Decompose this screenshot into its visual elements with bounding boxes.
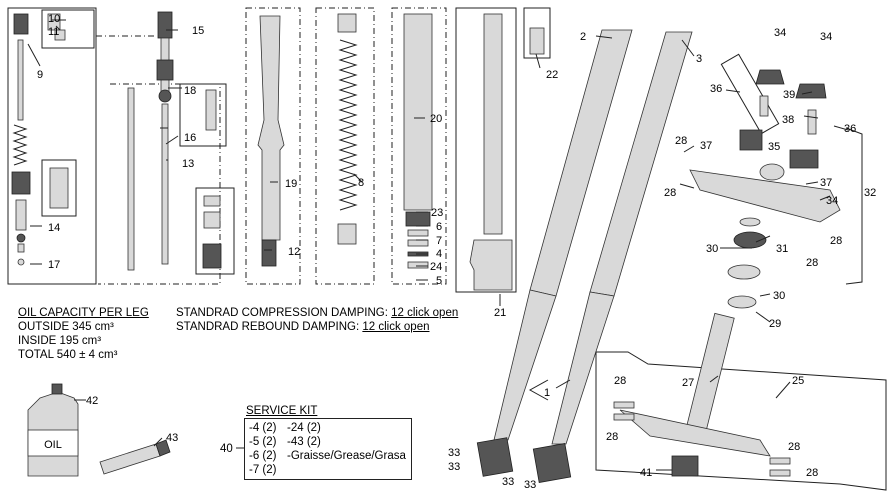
callout-16: 16 xyxy=(184,132,196,144)
oil-capacity-total: TOTAL 540 ± 4 cm³ xyxy=(18,349,118,361)
callout-34: 34 xyxy=(774,27,786,39)
callout-37b: 37 xyxy=(820,177,832,189)
callout-25: 25 xyxy=(792,375,804,387)
callout-8: 8 xyxy=(358,177,364,189)
callout-41: 41 xyxy=(640,467,652,479)
callout-38: 38 xyxy=(782,114,794,126)
callout-24: 24 xyxy=(430,261,442,273)
callout-28c: 28 xyxy=(830,235,842,247)
callout-10: 10 xyxy=(48,13,60,25)
callout-36: 36 xyxy=(710,83,722,95)
callout-33b: 33 xyxy=(448,461,460,473)
callout-23: 23 xyxy=(431,207,443,219)
compression-damping-value: 12 click open xyxy=(391,307,459,319)
callout-21: 21 xyxy=(494,307,506,319)
callout-2: 2 xyxy=(580,31,586,43)
rebound-damping: STANDRAD REBOUND DAMPING: 12 click open xyxy=(176,320,430,334)
callout-6: 6 xyxy=(436,221,442,233)
callout-5: 5 xyxy=(436,275,442,287)
oil-capacity-heading: OIL CAPACITY PER LEG xyxy=(18,307,149,319)
oil-capacity-inside: INSIDE 195 cm³ xyxy=(18,335,102,347)
callout-9: 9 xyxy=(37,69,43,81)
callout-7: 7 xyxy=(436,235,442,247)
callout-33: 33 xyxy=(448,447,460,459)
callout-39: 39 xyxy=(783,89,795,101)
callout-34c: 34 xyxy=(826,195,838,207)
callout-28e: 28 xyxy=(614,375,626,387)
callout-35: 35 xyxy=(768,141,780,153)
callout-12: 12 xyxy=(288,246,300,258)
compression-damping-label: STANDRAD COMPRESSION DAMPING: xyxy=(176,307,388,319)
callout-1: 1 xyxy=(544,387,550,399)
oil-bottle-label: OIL xyxy=(44,439,62,451)
callout-15: 15 xyxy=(192,25,204,37)
rebound-damping-value: 12 click open xyxy=(362,321,430,333)
callout-34b: 34 xyxy=(820,31,832,43)
callout-30: 30 xyxy=(706,243,718,255)
callout-20: 20 xyxy=(430,113,442,125)
callout-14: 14 xyxy=(48,222,60,234)
service-kit-callout: 40 xyxy=(220,443,233,455)
callout-33c: 33 xyxy=(502,476,514,488)
callout-22: 22 xyxy=(546,69,558,81)
callout-28f: 28 xyxy=(606,431,618,443)
service-kit-item: -6 (2) xyxy=(249,450,277,462)
service-kit-item: -5 (2) xyxy=(249,436,277,448)
callout-28d: 28 xyxy=(806,257,818,269)
callout-3: 3 xyxy=(696,53,702,65)
spring-stack-group xyxy=(245,7,375,285)
callout-37: 37 xyxy=(700,140,712,152)
callout-30b: 30 xyxy=(773,290,785,302)
callout-13: 13 xyxy=(182,158,194,170)
callout-28h: 28 xyxy=(806,467,818,479)
service-kit-item: -43 (2) xyxy=(287,436,321,448)
service-kit-item: -Graisse/Grease/Grasa xyxy=(287,450,406,462)
service-kit-box: -4 (2) -5 (2) -6 (2) -7 (2) -24 (2) -43 … xyxy=(244,418,412,480)
rebound-damping-label: STANDRAD REBOUND DAMPING: xyxy=(176,321,360,333)
callout-36b: 36 xyxy=(844,123,856,135)
leader-lines xyxy=(27,19,863,471)
fork-legs-group xyxy=(476,29,693,483)
callout-28: 28 xyxy=(675,135,687,147)
callout-19: 19 xyxy=(285,178,297,190)
callout-27: 27 xyxy=(682,377,694,389)
cartridge-assembly-group xyxy=(7,7,97,285)
top-clamp-group xyxy=(689,53,841,309)
compression-damping: STANDRAD COMPRESSION DAMPING: 12 click o… xyxy=(176,306,458,320)
callout-28b: 28 xyxy=(664,187,676,199)
callout-17: 17 xyxy=(48,259,60,271)
callout-43: 43 xyxy=(166,432,178,444)
outer-tube-group xyxy=(391,7,551,293)
oil-capacity-outside: OUTSIDE 345 cm³ xyxy=(18,321,114,333)
callout-4: 4 xyxy=(436,248,442,260)
callout-31: 31 xyxy=(776,243,788,255)
service-kit-item: -7 (2) xyxy=(249,464,277,476)
service-kit-heading: SERVICE KIT xyxy=(246,405,318,417)
service-kit-item: -4 (2) xyxy=(249,422,277,434)
callout-32: 32 xyxy=(864,187,876,199)
callout-11: 11 xyxy=(48,26,59,38)
damper-cartridge-group xyxy=(96,11,235,285)
callout-28g: 28 xyxy=(788,441,800,453)
callout-18: 18 xyxy=(184,85,196,97)
oil-bottle-group: OIL xyxy=(27,383,171,477)
callout-29: 29 xyxy=(769,318,781,330)
callout-33d: 33 xyxy=(524,479,536,491)
lower-triple-clamp-group xyxy=(595,312,887,491)
service-kit-item: -24 (2) xyxy=(287,422,321,434)
callout-42: 42 xyxy=(86,395,98,407)
callout-labels: 10 11 9 15 18 16 13 14 17 19 12 8 20 23 … xyxy=(37,13,876,491)
